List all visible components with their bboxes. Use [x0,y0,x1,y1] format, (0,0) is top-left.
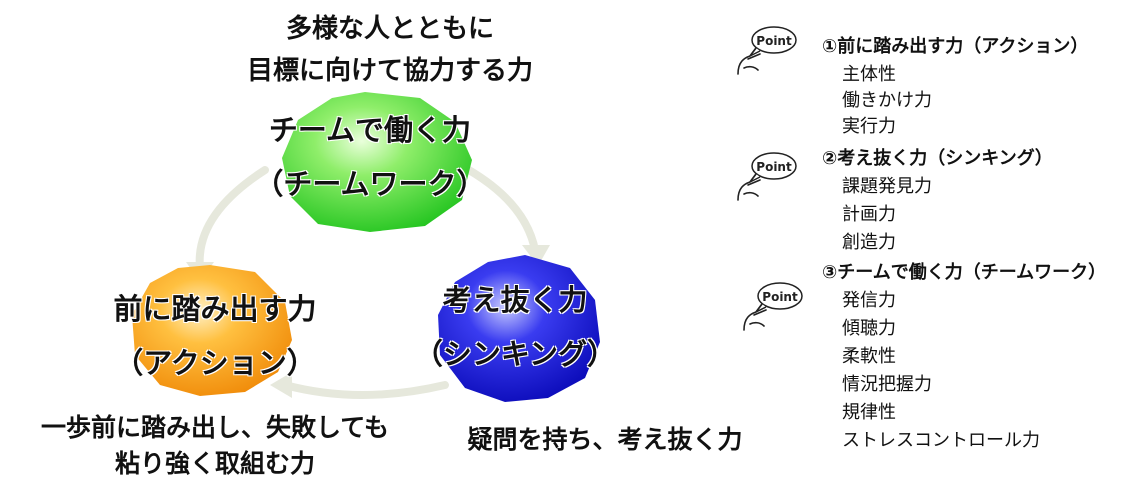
point-heading: ①前に踏み出す力（アクション） [822,36,1089,57]
point-heading: ③チームで働く力（チームワーク） [822,262,1107,283]
arrow-head-bottom [270,372,292,398]
arrow-team-to-action [195,166,269,272]
team-description: 多様な人とともに 目標に向けて協力する力 [180,8,600,92]
action-blob [132,265,292,396]
arrow-team-to-thinking [456,161,539,254]
action-label-line2: （アクション） [114,346,316,380]
arrow-thinking-to-action [281,381,449,399]
thinking-label: 考え抜く力 （シンキング） [365,273,665,381]
point-item: 働きかけ力 [842,90,932,111]
team-blob [282,92,472,232]
pointing-hand-icon: Point [743,282,803,331]
point-item: 傾聴力 [842,318,896,339]
point-item: 課題発見力 [842,176,932,197]
point-item: 実行力 [842,116,896,137]
svg-text:Point: Point [756,34,792,48]
point-item: 計画力 [842,204,896,225]
point-item: 規律性 [842,402,896,423]
action-label-line1: 前に踏み出す力 [113,292,317,326]
pointing-hand-icon: Point [737,26,797,75]
point-heading: ②考え抜く力（シンキング） [822,148,1053,169]
action-description: 一歩前に踏み出し、失敗しても 粘り強く取組む力 [0,410,430,482]
cycle-arrows [186,161,550,399]
point-item: 主体性 [842,64,896,85]
arrow-head-thinking [522,245,550,266]
action-description-line2: 粘り強く取組む力 [114,449,315,478]
point-item: 情況把握力 [842,374,932,395]
action-description-line1: 一歩前に踏み出し、失敗しても [40,413,389,442]
team-description-line2: 目標に向けて協力する力 [246,56,533,86]
team-label-line1: チームで働く力 [268,113,472,147]
point-item: 発信力 [842,290,896,311]
team-description-line1: 多様な人とともに [285,14,494,44]
thinking-label-line2: （シンキング） [413,337,617,371]
pointing-hand-icon: Point [737,152,797,201]
svg-text:Point: Point [756,160,792,174]
point-item: 柔軟性 [842,346,896,367]
action-label: 前に踏み出す力 （アクション） [55,282,375,390]
thinking-label-line1: 考え抜く力 [442,283,588,317]
thinking-description: 疑問を持ち、考え抜く力 [467,425,743,454]
team-label: チームで働く力 （チームワーク） [210,103,530,211]
svg-text:Point: Point [762,290,798,304]
point-item: ストレスコントロール力 [842,430,1040,451]
point-item: 創造力 [842,232,896,253]
team-label-line2: （チームワーク） [254,167,486,201]
thinking-blob [438,255,600,402]
